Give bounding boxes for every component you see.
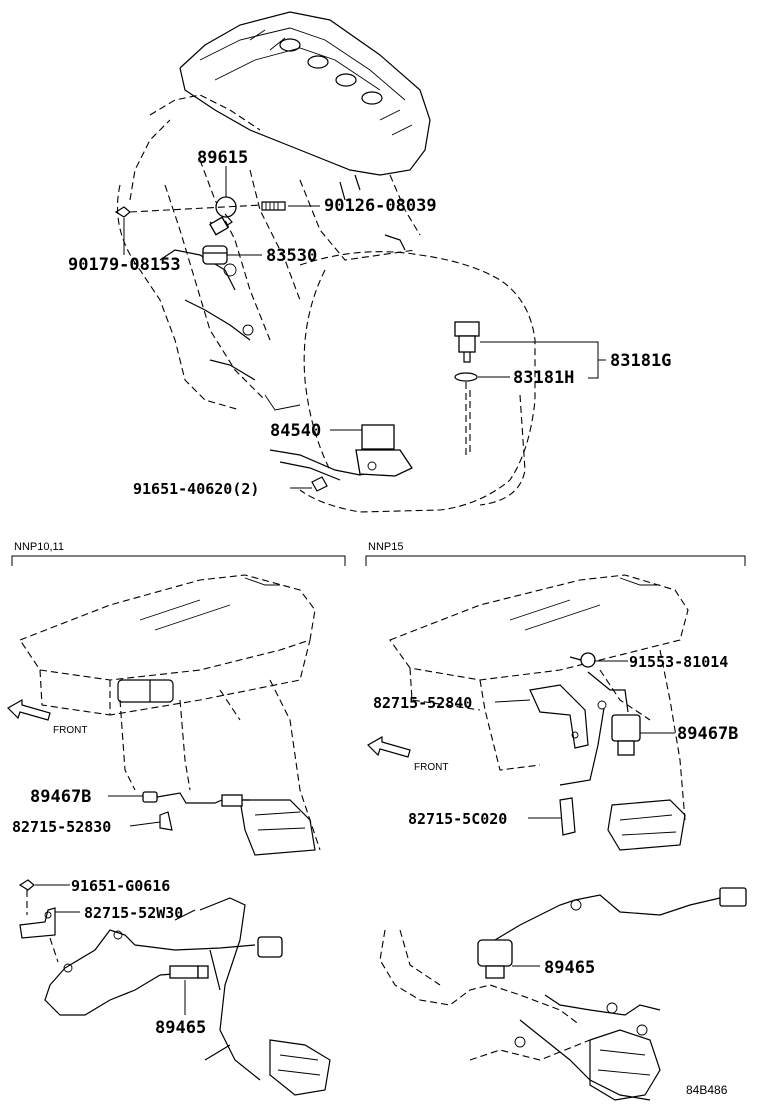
label-82715-52w30: 82715-52W30 [84, 904, 183, 922]
bolt-91651-g0616-icon [18, 879, 35, 915]
label-83181g: 83181G [610, 351, 671, 371]
label-91651-g0616: 91651-G0616 [71, 877, 170, 895]
switch-83530-icon [202, 245, 228, 265]
label-89467b-left: 89467B [30, 787, 91, 807]
label-89465-left: 89465 [155, 1018, 206, 1038]
front-arrow-right-icon [367, 735, 411, 758]
bolt-90126-icon [261, 201, 286, 211]
bracket-82715-52w30-icon [19, 907, 59, 963]
diagram-code: 84B486 [686, 1083, 728, 1097]
section-label-nnp15: NNP15 [368, 541, 403, 553]
label-82715-52840: 82715-52840 [373, 694, 472, 712]
front-arrow-left-icon [7, 698, 51, 721]
label-83181h: 83181H [513, 368, 574, 388]
bracket-82715-5c020-icon [559, 797, 576, 836]
left-bottom-exhaust [174, 897, 331, 1096]
engine-outline [117, 11, 536, 513]
front-label-right: FRONT [414, 762, 448, 773]
right-bottom-exhaust [379, 929, 661, 1101]
leader-82715-52840 [494, 699, 531, 703]
label-90179-08153: 90179-08153 [68, 255, 181, 275]
sensor-89615-icon [209, 196, 237, 236]
label-83530: 83530 [266, 246, 317, 266]
sensor-89465-left-icon [44, 929, 283, 1016]
front-label-left: FRONT [53, 725, 87, 736]
bolt-91553-icon [569, 652, 596, 668]
leader-82715-52830 [129, 821, 161, 827]
bracket-82715-52830-icon [159, 811, 173, 831]
sensor-89467b-left-icon [142, 791, 250, 807]
sensor-83181g-icon [454, 321, 480, 363]
section-label-nnp10-11: NNP10,11 [14, 541, 64, 553]
switch-84540-icon [355, 424, 413, 477]
label-84540: 84540 [270, 421, 321, 441]
label-89467b-right: 89467B [677, 724, 738, 744]
right-engine-outline [389, 574, 689, 851]
leader-lines-top [123, 166, 606, 489]
label-82715-5c020: 82715-5C020 [408, 810, 507, 828]
left-engine-outline [19, 574, 321, 856]
sensor-89467b-right-icon [559, 671, 641, 786]
label-89615: 89615 [197, 148, 248, 168]
label-89465-right: 89465 [544, 958, 595, 978]
bolt-91651-40620-icon [311, 476, 328, 492]
oring-83181h-icon [454, 372, 478, 382]
label-90126-08039: 90126-08039 [324, 196, 437, 216]
label-91651-40620: 91651-40620(2) [133, 480, 259, 498]
section-brackets [11, 555, 746, 566]
label-91553-81014: 91553-81014 [629, 653, 728, 671]
label-82715-52830: 82715-52830 [12, 818, 111, 836]
bracket-82715-52840-icon [529, 684, 589, 749]
sensor-89465-right-icon [477, 887, 747, 979]
